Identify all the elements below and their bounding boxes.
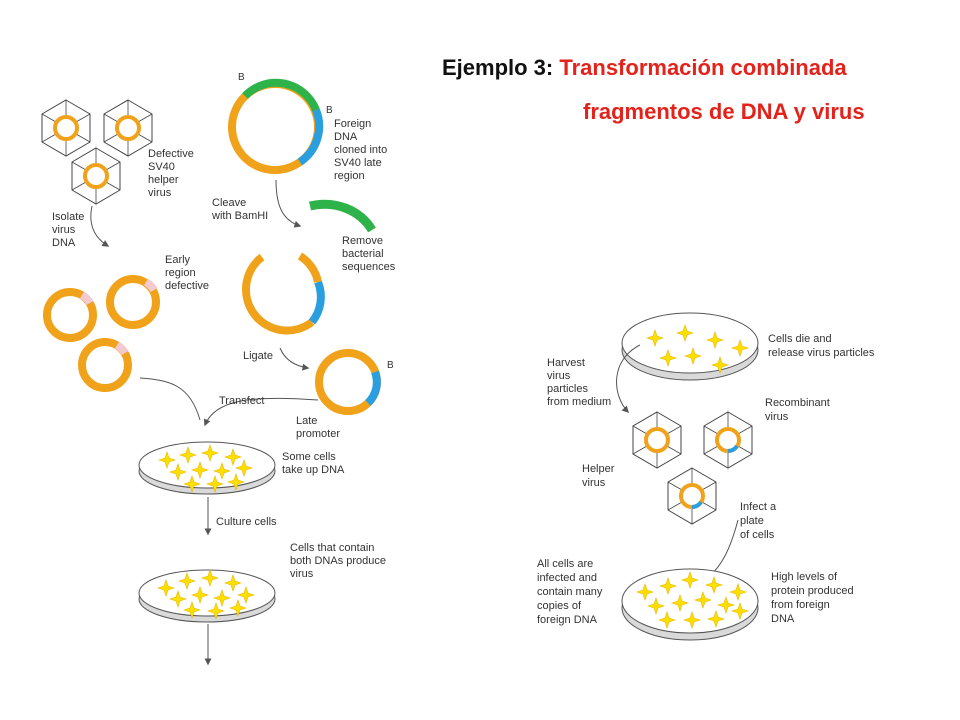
plasmid-icon [106,275,160,329]
svg-text:contain many: contain many [537,586,603,598]
svg-text:virus: virus [765,411,789,423]
svg-text:from foreign: from foreign [771,599,830,611]
both-dnas-label: Cells that contain both DNAs produce vir… [290,542,386,580]
plasmid-icon [228,78,324,174]
infect-label: Infect a plate of cells [740,501,777,541]
petri-dish-icon [621,568,759,641]
virus-icon [41,99,91,157]
svg-text:particles: particles [547,383,588,395]
svg-text:Cells that contain: Cells that contain [290,542,374,554]
arrow-icon [706,519,739,579]
svg-text:of cells: of cells [740,529,775,541]
svg-text:from medium: from medium [547,396,611,408]
arrow-icon [275,179,302,228]
helper-label: Helper virus [582,463,615,489]
svg-text:Cells die and: Cells die and [768,333,832,345]
svg-text:High levels of: High levels of [771,571,838,583]
transfect-label: Transfect [219,395,264,407]
svg-text:both DNAs produce: both DNAs produce [290,555,386,567]
plasmid-icon [43,288,97,342]
svg-text:DNA: DNA [52,237,76,249]
culture-label: Culture cells [216,516,277,528]
bacterial-fragment [308,199,376,233]
svg-text:helper: helper [148,174,179,186]
svg-text:SV40 late: SV40 late [334,157,382,169]
svg-text:promoter: promoter [296,428,340,440]
svg-text:SV40: SV40 [148,161,175,173]
linear-dna-icon [242,252,325,335]
virus-icon [71,147,121,205]
ligate-label: Ligate [243,350,273,362]
svg-text:virus: virus [290,568,314,580]
svg-text:Early: Early [165,254,191,266]
svg-text:Recombinant: Recombinant [765,397,830,409]
svg-text:Infect a: Infect a [740,501,777,513]
early-region-label: Early region defective [165,254,209,292]
isolate-label: Isolate virus DNA [52,211,84,249]
arrow-icon [203,397,319,427]
svg-text:virus: virus [547,370,571,382]
svg-text:with BamHI: with BamHI [211,210,268,222]
svg-text:copies of: copies of [537,600,582,612]
virus-icon [703,411,753,469]
svg-text:virus: virus [582,477,606,489]
virus-icon [103,99,153,157]
plasmid-icon [78,338,132,392]
defective-helper-label: Defective SV40 helper virus [148,148,194,199]
svg-text:virus: virus [52,224,76,236]
svg-text:cloned into: cloned into [334,144,387,156]
foreign-dna-label: Foreign DNA cloned into SV40 late region [334,118,387,182]
cells-die-label: Cells die and release virus particles [768,333,875,359]
late-promoter-label: Late promoter [296,415,340,440]
svg-text:Isolate: Isolate [52,211,84,223]
svg-text:Remove: Remove [342,235,383,247]
svg-text:take up DNA: take up DNA [282,464,345,476]
arrow-icon [90,205,110,247]
arrow-icon [279,347,310,371]
title-line-2: fragmentos de DNA y virus [583,99,865,124]
plasmid-icon [315,349,381,415]
some-cells-label: Some cells take up DNA [282,451,345,476]
bamhi-site-label: B [387,360,394,371]
all-infected-label: All cells are infected and contain many … [537,558,603,626]
svg-text:bacterial: bacterial [342,248,384,260]
svg-text:plate: plate [740,515,764,527]
svg-text:release virus particles: release virus particles [768,347,875,359]
svg-text:All cells are: All cells are [537,558,593,570]
arrow-icon [139,377,201,421]
svg-text:sequences: sequences [342,261,396,273]
svg-text:region: region [165,267,196,279]
svg-text:DNA: DNA [771,613,795,625]
petri-dish-icon [138,441,276,495]
svg-text:DNA: DNA [334,131,358,143]
svg-text:Harvest: Harvest [547,357,585,369]
svg-text:infected and: infected and [537,572,597,584]
svg-text:Some cells: Some cells [282,451,336,463]
svg-text:protein produced: protein produced [771,585,854,597]
svg-text:Late: Late [296,415,317,427]
svg-text:Helper: Helper [582,463,615,475]
svg-text:foreign DNA: foreign DNA [537,614,598,626]
arrow-icon [616,344,641,414]
cleave-label: Cleave with BamHI [211,197,268,222]
harvest-label: Harvest virus particles from medium [547,357,611,408]
bamhi-site-label: B [238,72,245,83]
petri-dish-icon [621,312,759,381]
svg-text:virus: virus [148,187,172,199]
recombinant-label: Recombinant virus [765,397,830,423]
remove-label: Remove bacterial sequences [342,235,396,273]
virus-icon [667,467,717,525]
virus-icon [632,411,682,469]
title-line-1: Ejemplo 3: Transformación combinada [442,55,847,80]
svg-text:Foreign: Foreign [334,118,371,130]
svg-text:Defective: Defective [148,148,194,160]
svg-text:Cleave: Cleave [212,197,246,209]
svg-text:defective: defective [165,280,209,292]
high-levels-label: High levels of protein produced from for… [771,571,854,625]
bamhi-site-label: B [326,105,333,116]
petri-dish-icon [138,569,276,623]
svg-text:region: region [334,170,365,182]
